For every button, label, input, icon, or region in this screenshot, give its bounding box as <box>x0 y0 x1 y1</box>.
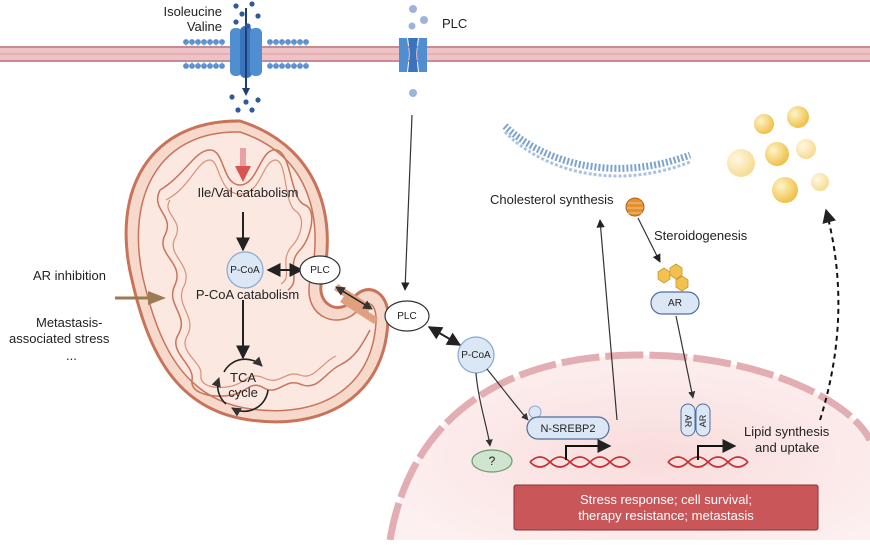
androgen-molecule-icon <box>657 263 689 292</box>
lipid-droplets-icon <box>727 106 829 203</box>
pcoa-catabolism-label: P-CoA catabolism <box>195 287 300 302</box>
outcome-label-line1: Stress response; cell survival; <box>580 492 752 507</box>
plc-cyto-label: PLC <box>397 311 417 322</box>
pcoa-mito-node <box>226 251 264 289</box>
plc-channel-icon <box>399 38 427 72</box>
metastasis-label-line2: associated stress <box>9 331 110 346</box>
dna-right-icon <box>667 456 749 468</box>
pcoa-mito-label: P-CoA <box>230 265 260 276</box>
arrow-pcoa-to-srebp2 <box>486 368 529 421</box>
bcaa-transporter-icon <box>230 8 262 96</box>
ar-dimer-left-label: AR <box>683 414 693 428</box>
cholesterol-stripes <box>627 202 643 214</box>
unknown-label: ? <box>488 454 496 468</box>
tca-label-line1: TCA <box>230 370 256 385</box>
mito-carrier-icon <box>334 284 378 324</box>
transcription-arrow-left <box>565 439 612 460</box>
pcoa-cyto-label: P-CoA <box>461 350 491 361</box>
amino-acid-dots <box>229 1 261 113</box>
ar-dimer-right-label: AR <box>698 414 708 428</box>
ar-inhibition-label: AR inhibition <box>33 268 106 283</box>
endoplasmic-reticulum-icon <box>502 123 692 178</box>
ile-val-catabolism-label: Ile/Val catabolism <box>197 185 299 200</box>
outcome-label-line2: therapy resistance; metastasis <box>578 508 754 523</box>
arrow-ar-to-nucleus <box>675 315 696 399</box>
ar-dimer-left <box>680 403 696 437</box>
arrow-steroidogenesis <box>637 217 661 263</box>
unknown-node <box>471 449 513 473</box>
isoleucine-label: Isoleucine <box>163 4 222 19</box>
ar-cyto-label: AR <box>668 298 682 309</box>
nsrebp2-node <box>526 416 610 440</box>
plc-dots <box>408 5 428 97</box>
plasma-membrane <box>0 46 870 62</box>
arrow-pcoa-to-unknown <box>475 372 493 447</box>
lipid-label-line1: Lipid synthesis <box>744 424 830 439</box>
valine-label: Valine <box>186 19 222 34</box>
stress-input-arrow-icon <box>115 291 166 305</box>
transcription-arrow-right <box>697 439 737 460</box>
arrow-plc-to-cyto <box>401 114 413 291</box>
outcome-box <box>513 484 819 531</box>
ar-cyto-node <box>650 291 700 315</box>
metastasis-label-line1: Metastasis- <box>36 315 103 330</box>
cholesterol-synthesis-label: Cholesterol synthesis <box>490 192 614 207</box>
tca-cycle-icon <box>211 356 269 417</box>
plc-mito-node <box>299 255 341 285</box>
nsrebp2-label: N-SREBP2 <box>540 423 596 435</box>
ellipsis-label: ... <box>66 348 77 363</box>
catabolism-input-arrow-icon <box>235 148 251 182</box>
dna-left-icon <box>529 456 631 468</box>
arrow-plc-pcoa-cyto <box>427 326 462 346</box>
lipid-bilayer-patch <box>183 39 309 69</box>
srebp2-ligand-icon <box>528 405 542 419</box>
lipid-label-line2: and uptake <box>755 440 820 455</box>
ar-dimer-right <box>695 403 711 437</box>
plc-mito-label: PLC <box>310 265 330 276</box>
steroidogenesis-label: Steroidogenesis <box>654 228 748 243</box>
arrow-lipid-dashed <box>819 208 840 421</box>
arrow-to-cholesterol-synthesis <box>596 219 618 421</box>
tca-label-line2: cycle <box>228 385 258 400</box>
plc-top-label: PLC <box>442 16 468 31</box>
plc-cyto-node <box>384 300 430 332</box>
